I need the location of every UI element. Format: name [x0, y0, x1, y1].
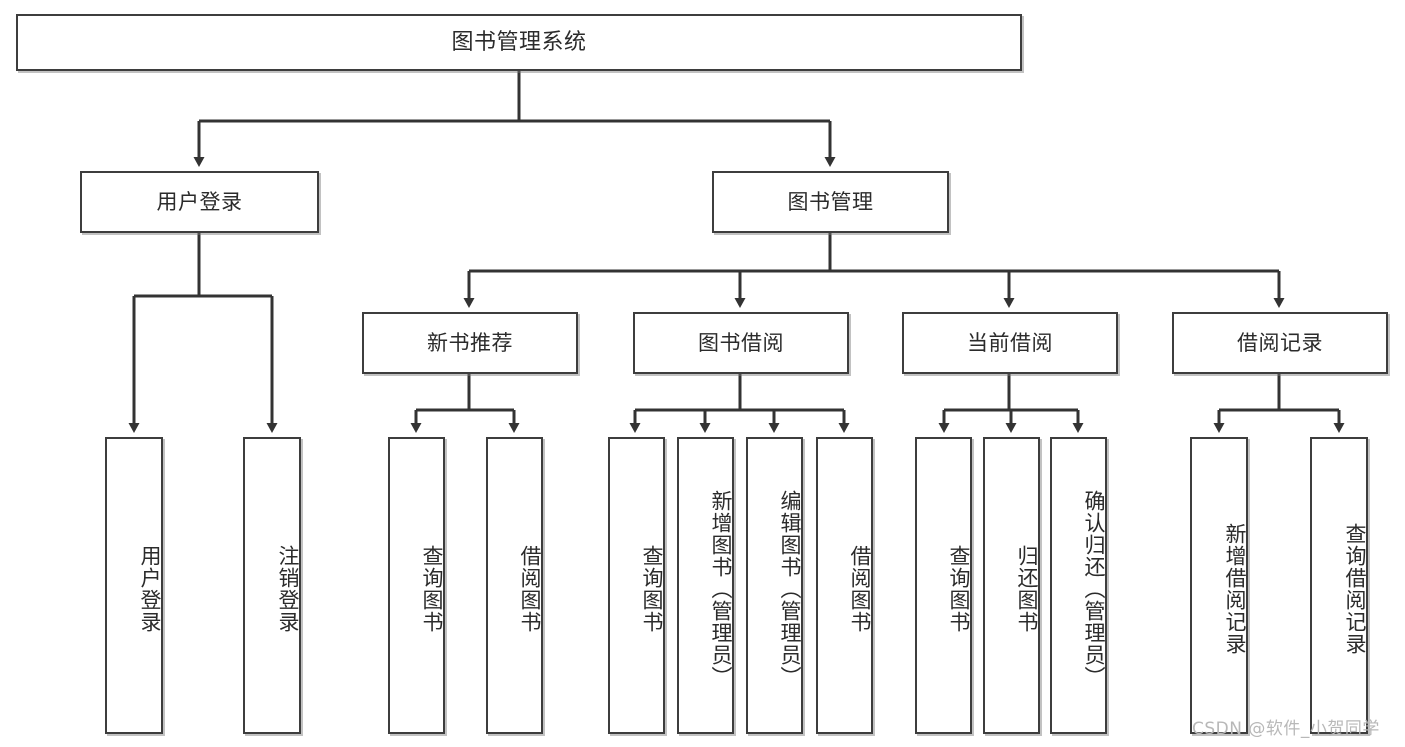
node-root[interactable]: 图书管理系统: [16, 14, 1022, 71]
node-leaf-logout-login[interactable]: 注销登录: [243, 437, 301, 734]
node-leaf-query-book-2-label: 查询图书: [640, 544, 664, 633]
node-new-book-recommend[interactable]: 新书推荐: [362, 312, 578, 374]
node-new-book-recommend-label: 新书推荐: [427, 330, 513, 355]
node-leaf-query-book-1-label: 查询图书: [420, 544, 444, 633]
node-leaf-return-book-label: 归还图书: [1015, 544, 1039, 633]
node-book-borrow-label: 图书借阅: [698, 330, 784, 355]
node-book-manage-label: 图书管理: [787, 189, 874, 214]
node-user-login[interactable]: 用户登录: [80, 171, 319, 233]
node-leaf-edit-book-label: 编辑图书（管理员）: [778, 489, 802, 688]
node-leaf-borrow-book-2-label: 借阅图书: [848, 544, 872, 633]
node-leaf-confirm-return[interactable]: 确认归还（管理员）: [1050, 437, 1107, 734]
node-leaf-edit-book[interactable]: 编辑图书（管理员）: [746, 437, 803, 734]
node-leaf-logout-login-label: 注销登录: [276, 544, 300, 633]
node-leaf-borrow-book-1-label: 借阅图书: [518, 544, 542, 633]
node-leaf-add-book[interactable]: 新增图书（管理员）: [677, 437, 734, 734]
node-borrow-record[interactable]: 借阅记录: [1172, 312, 1388, 374]
node-leaf-return-book[interactable]: 归还图书: [983, 437, 1040, 734]
csdn-watermark: CSDN @软件_小贺同学: [1192, 719, 1380, 739]
node-leaf-user-login-label: 用户登录: [138, 544, 162, 633]
node-root-label: 图书管理系统: [451, 29, 587, 55]
node-leaf-query-book-3-label: 查询图书: [947, 544, 971, 633]
node-leaf-query-book-1[interactable]: 查询图书: [388, 437, 445, 734]
node-leaf-user-login[interactable]: 用户登录: [105, 437, 163, 734]
node-user-login-label: 用户登录: [156, 189, 243, 214]
node-leaf-add-record-label: 新增借阅记录: [1223, 522, 1247, 655]
node-borrow-record-label: 借阅记录: [1237, 330, 1323, 355]
node-leaf-borrow-book-1[interactable]: 借阅图书: [486, 437, 543, 734]
node-leaf-query-record-label: 查询借阅记录: [1343, 522, 1367, 655]
node-leaf-add-book-label: 新增图书（管理员）: [709, 489, 733, 688]
node-leaf-add-record[interactable]: 新增借阅记录: [1190, 437, 1248, 734]
node-leaf-query-book-2[interactable]: 查询图书: [608, 437, 665, 734]
node-leaf-query-record[interactable]: 查询借阅记录: [1310, 437, 1368, 734]
node-book-manage[interactable]: 图书管理: [712, 171, 949, 233]
node-current-borrow[interactable]: 当前借阅: [902, 312, 1118, 374]
node-leaf-borrow-book-2[interactable]: 借阅图书: [816, 437, 873, 734]
node-leaf-query-book-3[interactable]: 查询图书: [915, 437, 972, 734]
node-book-borrow[interactable]: 图书借阅: [633, 312, 849, 374]
node-current-borrow-label: 当前借阅: [967, 330, 1053, 355]
node-leaf-confirm-return-label: 确认归还（管理员）: [1082, 489, 1106, 688]
